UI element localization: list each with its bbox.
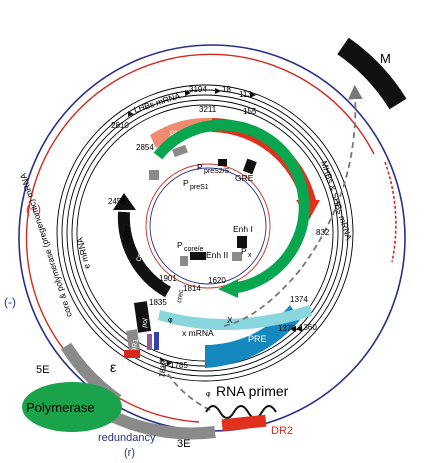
inner-red-circle [145, 163, 271, 289]
purple-box [147, 334, 152, 350]
p-core-label: P [177, 240, 183, 250]
pos-3194: 3194 [189, 85, 207, 94]
p-pres1-box [172, 144, 188, 158]
p-core-box [180, 256, 188, 266]
pos-2307: 2307 [121, 225, 133, 245]
5e-label: 5E [36, 364, 49, 376]
redundancy-label: redundancy [98, 432, 156, 444]
x-gene-bar [158, 305, 312, 331]
m-label: M [380, 51, 391, 66]
x-mrna-label: x mRNA [182, 328, 214, 338]
phi-symbol-2: φ [168, 317, 173, 324]
pos-2810: 2810 [111, 121, 129, 130]
p-pres1-label: P [183, 178, 189, 188]
enh-i-label: Enh I [233, 224, 253, 234]
p-pres2s-box [218, 159, 227, 166]
pos-18: 18 [222, 85, 231, 94]
p-core-sub: core/e [184, 246, 204, 253]
dashed-path-upper [223, 84, 363, 327]
p-pres1-sub: preS1 [190, 184, 209, 191]
ring-arrowheads [128, 88, 302, 366]
polymerase-protein [22, 382, 122, 432]
enh-i-box [237, 236, 247, 248]
inner-blue-circle [149, 167, 267, 285]
pos-113: 113 [239, 90, 252, 99]
pos-2854: 2854 [136, 143, 154, 152]
epsilon-label: ε [110, 359, 116, 375]
regulatory-boxes [149, 144, 257, 266]
pos-1818: 1818 [157, 359, 169, 379]
p-x-label: P [241, 246, 247, 256]
pol-box [133, 301, 152, 333]
core-orf-arrowhead [113, 193, 136, 210]
gre-box [242, 158, 257, 175]
p-pres2s-label: P [197, 162, 203, 172]
enh-ii-box [190, 252, 206, 260]
dr2-box [221, 414, 267, 432]
lhbs-mrna-label: LHBs mRNA [133, 90, 182, 114]
p-x-box [232, 252, 242, 261]
gre-label: GRE [235, 173, 254, 183]
pos-832: 832 [316, 228, 330, 237]
polymerase-orf-arc [153, 119, 310, 294]
pos-1785: 1785 [170, 361, 188, 370]
pos-1370: 1370 [278, 324, 296, 333]
enh-ii-label: Enh II [206, 250, 228, 260]
core-orf-arc [117, 211, 172, 298]
pos-1374: 1374 [290, 295, 308, 304]
phi-symbol-1: φ [206, 391, 211, 398]
grey-box-left [149, 170, 159, 180]
e-mrna-label: e mRNA [74, 236, 92, 270]
polymerase-orf-arrowhead [218, 279, 238, 298]
m-protein-arc [337, 37, 407, 110]
plus-strand-label: (+) [26, 202, 41, 216]
rna-primer-wave [205, 405, 277, 419]
rna-primer-label: RNA primer [216, 383, 289, 399]
minus-strand-label: (-) [4, 295, 16, 309]
pre-label: PRE [248, 334, 267, 344]
epsilon-red-box [124, 350, 140, 358]
pos-155: 155 [243, 107, 257, 116]
pos-1901: 1901 [159, 274, 177, 283]
dr1-box [126, 329, 141, 357]
pos-1814: 1814 [183, 284, 201, 293]
blue-box [154, 332, 159, 350]
crec-label: crec [176, 289, 185, 304]
pos-1620: 1620 [208, 276, 226, 285]
pos-1360: 1360 [299, 323, 317, 332]
pos-3211: 3211 [199, 105, 217, 114]
position-numbers: 3194 18 113 2810 3211 155 2854 832 2456 … [108, 85, 330, 378]
dr2-label: DR2 [271, 425, 293, 437]
3e-label: 3E [177, 438, 190, 450]
p-pres2s-sub: preS2/S [204, 168, 230, 175]
redundancy-r-label: (r) [124, 447, 135, 459]
pos-2456: 2456 [108, 197, 126, 206]
dr1-label: DR1 [131, 338, 140, 353]
p-x-sub: x [248, 252, 252, 259]
pol-label: pol [141, 317, 150, 328]
plus-strand-dashed-end [384, 161, 397, 263]
x-gene-label: X [227, 315, 233, 325]
dashed-path-lower [159, 359, 211, 411]
polymerase-label: Polymerase [26, 400, 95, 415]
pos-1835: 1835 [149, 298, 167, 307]
